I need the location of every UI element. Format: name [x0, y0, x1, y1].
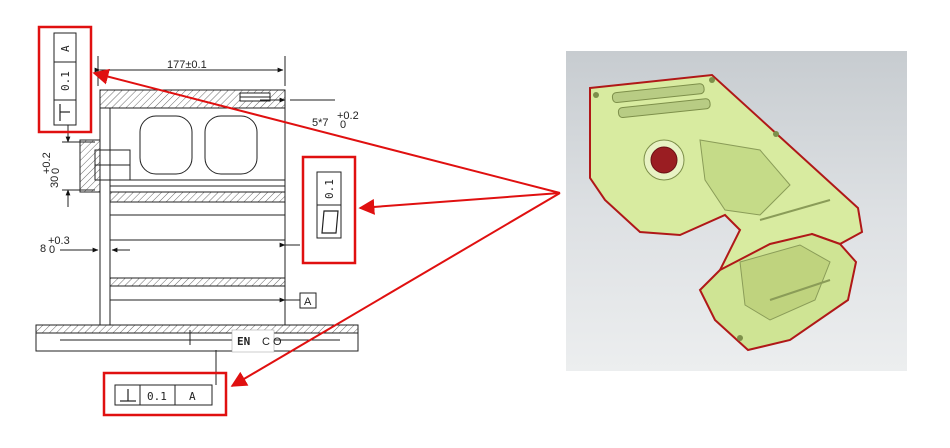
arrow-to-bottom-callout — [230, 192, 561, 387]
3d-part-render — [589, 73, 864, 352]
callout-bottom-datum: A — [189, 390, 196, 403]
callout-middle: 0.1 — [301, 155, 357, 265]
wall-tol-lower: 0 — [49, 244, 55, 256]
wall-dimension: 8 — [40, 243, 46, 255]
slot-dimension: 5*7 — [312, 117, 329, 129]
stamp-small-text: C O — [262, 336, 282, 348]
callout-top-left: 0.1 A — [37, 25, 93, 134]
datum-a-label: A — [304, 296, 312, 308]
3d-render-panel — [566, 51, 907, 371]
arrow-to-top-callout — [92, 68, 561, 194]
arrow-to-middle-callout — [358, 192, 561, 215]
callout-top-left-datum: A — [59, 45, 72, 52]
width-dimension: 177±0.1 — [167, 59, 207, 71]
height-dimension: 30 — [49, 176, 61, 188]
height-tol-upper: +0.2 — [41, 152, 53, 174]
flatness-icon — [321, 210, 339, 234]
callout-middle-value: 0.1 — [323, 179, 336, 199]
perpendicularity-icon — [120, 389, 136, 402]
callout-bottom-value: 0.1 — [147, 390, 167, 403]
datum-a-box — [299, 292, 317, 309]
slot-tol-lower: 0 — [340, 119, 346, 131]
height-tol-lower: 0 — [50, 168, 62, 174]
callout-top-left-value: 0.1 — [59, 71, 72, 91]
slot-tol-upper: +0.2 — [337, 110, 359, 122]
wall-tol-upper: +0.3 — [48, 235, 70, 247]
callout-bottom: 0.1 A — [102, 371, 228, 417]
red-callout-arrows — [92, 68, 561, 387]
technical-drawing — [35, 56, 359, 385]
perpendicularity-icon — [59, 104, 70, 121]
stamp-text: EN — [237, 335, 250, 348]
